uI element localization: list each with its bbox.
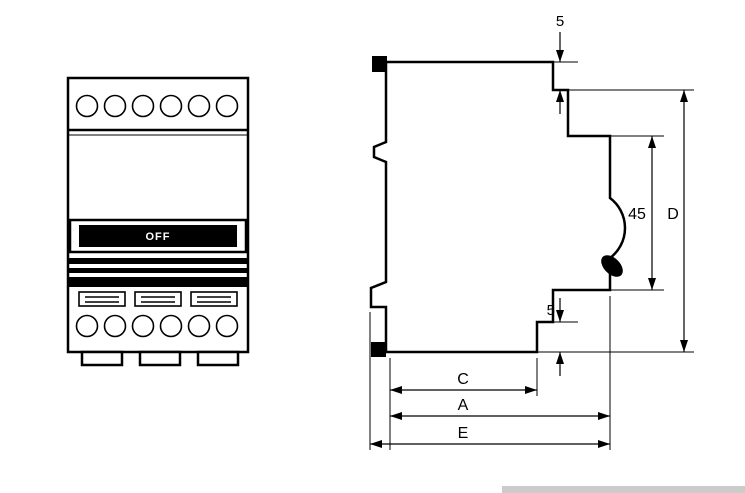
dim-label-A: A <box>458 397 469 414</box>
stripe <box>68 258 248 264</box>
dimension-D: D <box>667 90 688 352</box>
mounting-tab <box>196 350 240 367</box>
off-switch-band: OFF <box>68 218 248 254</box>
mounting-tab <box>80 350 124 367</box>
terminal-circle <box>75 94 99 118</box>
screw-window <box>134 291 182 307</box>
dimension-A: A <box>390 397 610 420</box>
stripe <box>68 268 248 273</box>
terminal-circle <box>103 314 127 338</box>
terminal-circle <box>131 314 155 338</box>
front-stripes <box>68 258 248 287</box>
front-top-terminals <box>75 94 239 118</box>
din-clip-bottom <box>371 342 386 357</box>
terminal-circle <box>215 94 239 118</box>
dim-label-5-bottom: 5 <box>547 302 555 319</box>
dimension-E: E <box>370 425 610 448</box>
bottom-strip <box>502 486 745 493</box>
terminal-circle <box>187 314 211 338</box>
mounting-tab <box>138 350 182 367</box>
dimension-5-top: 5 <box>556 13 564 114</box>
din-clip-top <box>372 56 387 72</box>
front-view: OFF <box>66 76 250 367</box>
side-view: 5 45 D 5 C <box>369 13 694 450</box>
dimension-45: 45 <box>628 136 656 290</box>
bottom-mounting-tabs <box>80 350 240 367</box>
dim-label-E: E <box>458 425 469 442</box>
terminal-circle <box>159 94 183 118</box>
terminal-circle <box>159 314 183 338</box>
side-profile-outline <box>369 60 627 354</box>
dim-label-D: D <box>667 206 679 223</box>
off-label: OFF <box>146 231 171 243</box>
terminal-circle <box>215 314 239 338</box>
screw-window <box>78 291 126 307</box>
off-band-black <box>79 225 237 247</box>
dimension-C: C <box>390 371 537 394</box>
dim-label-C: C <box>457 371 469 388</box>
terminal-circle <box>131 94 155 118</box>
front-body-outline <box>66 76 250 354</box>
dimension-5-bottom: 5 <box>547 298 564 376</box>
terminal-circle <box>187 94 211 118</box>
screw-window <box>190 291 238 307</box>
terminal-circle <box>75 314 99 338</box>
terminal-circle <box>103 94 127 118</box>
terminal-screw-windows <box>78 291 238 307</box>
dim-label-45: 45 <box>628 206 646 223</box>
toggle-lever <box>601 255 623 277</box>
stripe <box>68 277 248 287</box>
front-bottom-terminals <box>75 314 239 338</box>
dimensions: 5 45 D 5 C <box>369 13 694 450</box>
dim-label-5-top: 5 <box>556 13 564 30</box>
